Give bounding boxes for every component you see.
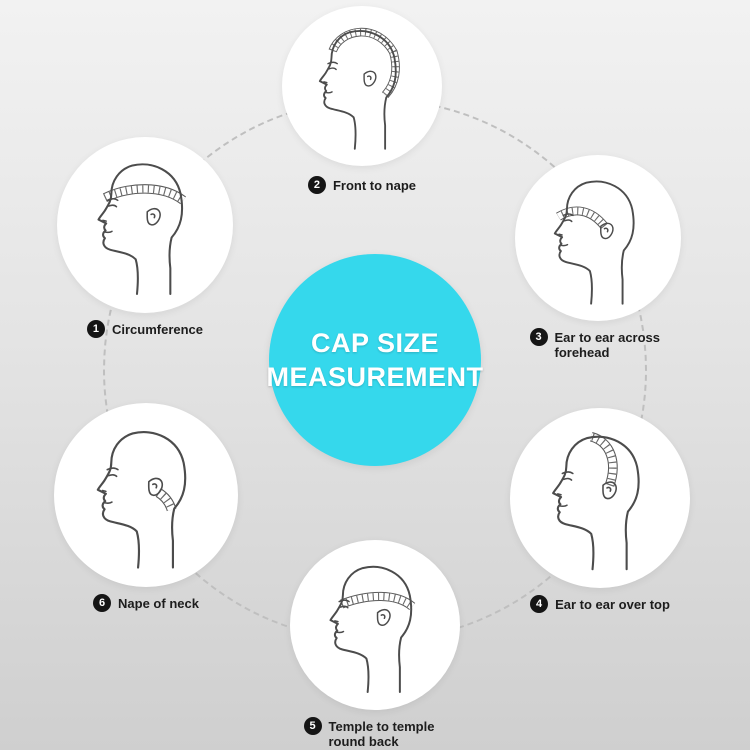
- measurement-circumference: 1 Circumference: [57, 137, 233, 338]
- head-illustration-ear-to-ear-over-top: [510, 408, 690, 588]
- measurement-caption: 5 Temple to temple round back: [303, 717, 447, 749]
- head-profile-icon: [96, 431, 187, 569]
- head-illustration-ear-to-ear-across-forehead: [515, 155, 681, 321]
- measurement-label: Nape of neck: [118, 596, 199, 611]
- measurement-label: Ear to ear over top: [555, 597, 670, 612]
- measurement-caption: 4 Ear to ear over top: [530, 595, 670, 613]
- head-profile-icon: [553, 180, 635, 305]
- measurement-caption: 2 Front to nape: [307, 176, 417, 194]
- step-number-badge: 1: [86, 320, 105, 338]
- measurement-label: Ear to ear across forehead: [554, 330, 661, 360]
- measurement-temple-to-temple-round-back: 5 Temple to temple round back: [290, 540, 460, 749]
- measurement-front-to-nape: 2 Front to nape: [282, 6, 442, 194]
- head-illustration-front-to-nape: [282, 6, 442, 166]
- step-number-badge: 4: [530, 595, 549, 613]
- head-profile-icon: [551, 431, 640, 570]
- measurement-caption: 6 Nape of neck: [93, 594, 199, 612]
- measurement-label: Temple to temple round back: [328, 719, 435, 749]
- head-illustration-temple-to-temple-round-back: [290, 540, 460, 710]
- step-number-badge: 2: [307, 176, 326, 194]
- center-title-circle: CAP SIZE MEASUREMENT: [266, 254, 484, 466]
- measurement-nape-of-neck: 6 Nape of neck: [54, 403, 238, 612]
- step-number-badge: 6: [93, 594, 112, 612]
- measurement-label: Circumference: [111, 322, 204, 337]
- measurement-label: Front to nape: [332, 178, 417, 193]
- measurement-caption: 1 Circumference: [86, 320, 204, 338]
- step-number-badge: 5: [303, 717, 322, 735]
- head-illustration-nape-of-neck: [54, 403, 238, 587]
- title-line-1: CAP SIZE: [310, 327, 440, 358]
- measurement-ear-to-ear-over-top: 4 Ear to ear over top: [510, 408, 690, 613]
- measurement-ear-to-ear-across-forehead: 3 Ear to ear across forehead: [515, 155, 681, 360]
- head-profile-icon: [97, 163, 187, 296]
- head-profile-icon: [329, 565, 416, 693]
- head-profile-icon: [319, 28, 401, 150]
- step-number-badge: 3: [529, 328, 548, 346]
- head-illustration-circumference: [57, 137, 233, 313]
- measurement-caption: 3 Ear to ear across forehead: [529, 328, 667, 360]
- title-line-2: MEASUREMENT: [266, 361, 484, 392]
